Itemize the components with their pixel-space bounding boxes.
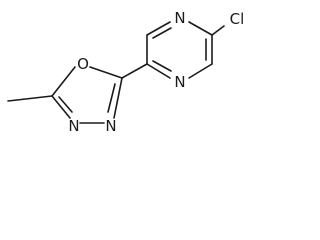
- bond-n3-c2: [113, 77, 123, 119]
- bond-methyl: [7, 95, 53, 102]
- bond-n-bottom-c-inner: [152, 60, 172, 72]
- bond-n3-c2-inner: [107, 83, 116, 113]
- bond-o-c5: [51, 66, 76, 97]
- bond-c1-n-top-inner: [152, 27, 172, 39]
- atom-o-oxadiazole: O: [77, 55, 89, 73]
- bond-n-top-c-cl: [188, 21, 213, 36]
- atom-n-oxadiazole-right: N: [105, 117, 116, 135]
- oxadiazole-ring: [51, 66, 123, 124]
- atom-n-oxadiazole-left: N: [68, 117, 79, 135]
- chemical-structure: N N Cl O N N: [7, 9, 245, 135]
- bond-c-cl: [211, 25, 225, 36]
- bond-n-bottom-c: [146, 63, 171, 79]
- bond-pyrazine-oxadiazole: [121, 63, 148, 79]
- atom-n-pyrazine-bottom: N: [174, 73, 185, 91]
- bond-c1-n-top: [146, 21, 171, 36]
- bond-c2-o: [89, 66, 123, 79]
- bond-c5-n4: [51, 95, 71, 119]
- atom-cl: Cl: [230, 10, 245, 28]
- pyrazine-ring: [146, 21, 213, 79]
- bond-c-n-bottom: [188, 63, 213, 79]
- bond-c5-n4-inner: [58, 96, 73, 113]
- atom-n-pyrazine-top: N: [174, 9, 185, 27]
